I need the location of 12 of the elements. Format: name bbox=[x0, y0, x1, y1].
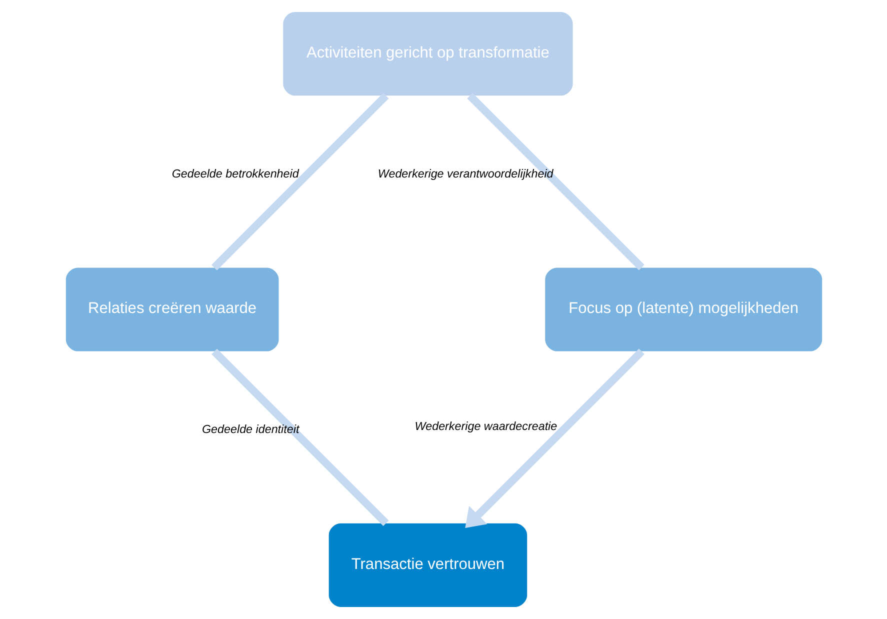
node-box: Relaties creëren waarde bbox=[65, 268, 278, 352]
connector bbox=[210, 93, 388, 270]
connector bbox=[466, 93, 644, 270]
node-box: Transactie vertrouwen bbox=[328, 523, 527, 607]
edge-label: Wederkerige waardecreatie bbox=[414, 420, 557, 434]
edge-label: Gedeelde identiteit bbox=[201, 423, 299, 436]
node-box: Activiteiten gericht op transformatie bbox=[282, 12, 572, 96]
arrow bbox=[464, 348, 644, 528]
connector bbox=[211, 348, 388, 526]
edge-label: Wederkerige verantwoordelijkheid bbox=[377, 167, 553, 180]
edge-label: Gedeelde betrokkenheid bbox=[171, 167, 298, 180]
node-box: Focus op (latente) mogelijkheden bbox=[544, 268, 822, 352]
